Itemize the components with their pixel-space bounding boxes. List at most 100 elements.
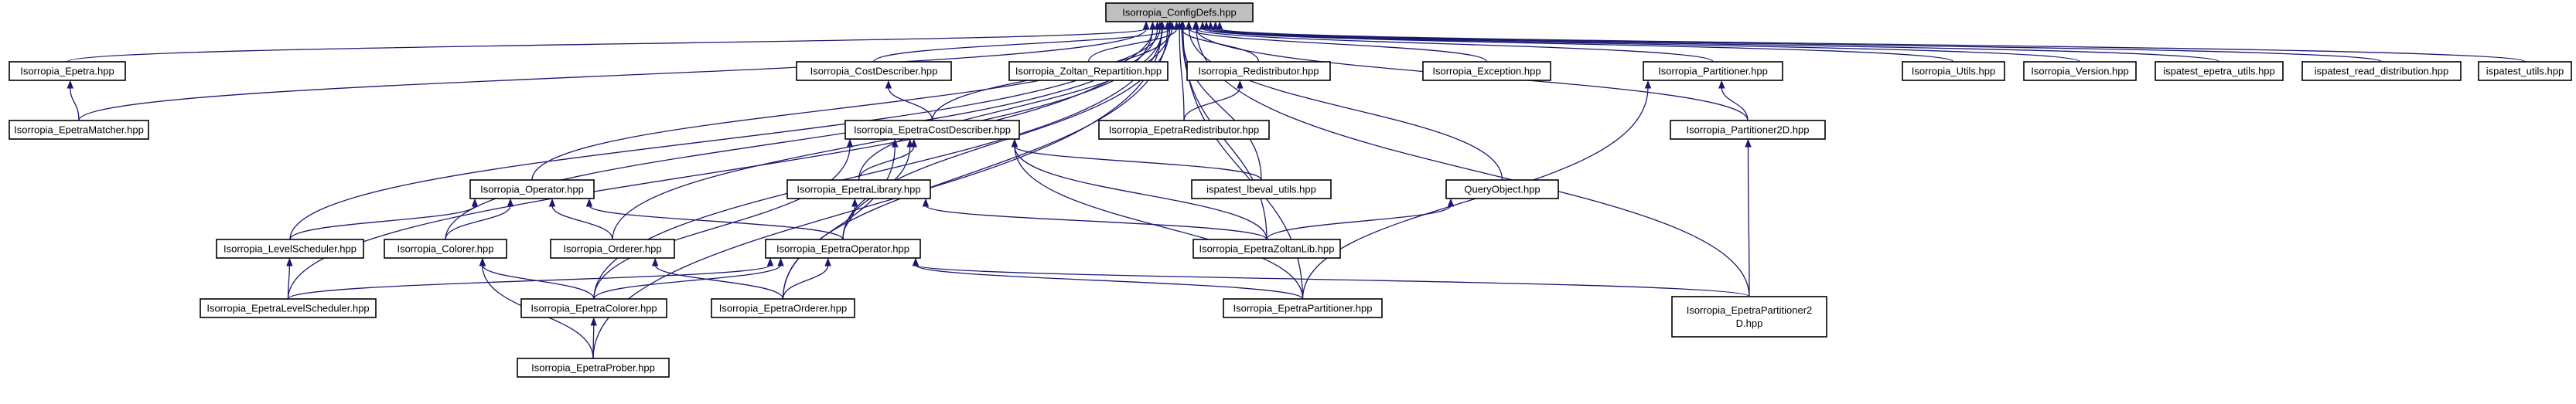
node-box [9,61,126,81]
node-label: ispatest_read_distribution.hpp [2315,66,2448,77]
node-box [517,358,670,378]
arrowhead [1164,21,1171,30]
node-label: Isorropia_Version.hpp [2031,66,2128,77]
arrowhead [1718,80,1725,89]
arrowhead [651,257,659,267]
arrowhead [766,257,774,267]
node-epetracolorer[interactable]: Isorropia_EpetraColorer.hpp [520,298,667,318]
node-box [1671,296,1827,338]
node-epetraredistributor[interactable]: Isorropia_EpetraRedistributor.hpp [1098,120,1270,140]
node-colorer[interactable]: Isorropia_Colorer.hpp [384,239,507,259]
node-epetrazoltanlib[interactable]: Isorropia_EpetraZoltanLib.hpp [1192,239,1341,259]
edge-lbeval-to-epetracostdescriber [1014,145,1262,181]
arrowhead [1447,198,1455,207]
node-epetraprober[interactable]: Isorropia_EpetraProber.hpp [517,358,670,378]
edge-epetrapartitioner2d-to-epetraoperator [915,264,1750,297]
node-operator[interactable]: Isorropia_Operator.hpp [469,179,595,199]
arrowhead [585,198,593,207]
edge-queryobject-to-configdefs [1188,28,1503,181]
node-orderer[interactable]: Isorropia_Orderer.hpp [550,239,675,259]
node-epetra[interactable]: Isorropia_Epetra.hpp [9,61,126,81]
edge-epetrapartitioner2d-to-partitioner2d [1747,145,1750,297]
edge-exception-to-configdefs [1188,28,1488,63]
node-epetraorderer[interactable]: Isorropia_EpetraOrderer.hpp [711,298,855,318]
node-readdist[interactable]: ispatest_read_distribution.hpp [2301,61,2462,81]
node-redistributor[interactable]: Isorropia_Redistributor.hpp [1186,61,1331,81]
node-box [384,239,507,259]
arrowhead [479,257,486,267]
node-label: Isorropia_EpetraMatcher.hpp [14,124,144,136]
node-lbeval[interactable]: ispatest_lbeval_utils.hpp [1191,179,1332,199]
edge-lbeval-to-configdefs [1181,28,1262,181]
edge-epetraredistributor-to-redistributor [1183,87,1241,121]
node-box [1422,61,1551,81]
node-epetrautils[interactable]: ispatest_epetra_utils.hpp [2155,61,2284,81]
node-version[interactable]: Isorropia_Version.hpp [2023,61,2137,81]
node-layer: Isorropia_ConfigDefs.hppIsorropia_Epetra… [9,2,2572,378]
node-box [1902,61,2005,81]
edge-utils-to-configdefs [1202,28,1954,63]
node-label: ispatest_utils.hpp [2486,66,2564,77]
node-box [1670,120,1826,140]
node-box [2478,61,2572,81]
edge-epetraprober-to-epetracolorer [592,324,595,359]
edge-epetraredistributor-to-configdefs [1179,28,1185,121]
node-box [469,179,595,199]
edge-epetrapartitioner-to-epetraoperator [915,264,1304,300]
node-label: Isorropia_EpetraZoltanLib.hpp [1199,243,1335,255]
arrowhead [286,257,293,267]
node-box [844,120,1020,140]
node-box [786,179,931,199]
node-queryobject[interactable]: QueryObject.hpp [1445,179,1559,199]
edge-epetramatcher-to-configdefs [78,28,1147,121]
arrowhead [1216,21,1223,30]
node-label: ispatest_epetra_utils.hpp [2163,66,2275,77]
arrowhead [1186,21,1192,30]
node-epetralibrary[interactable]: Isorropia_EpetraLibrary.hpp [786,179,931,199]
node-label: QueryObject.hpp [1464,184,1540,195]
node-label: Isorropia_ConfigDefs.hpp [1122,7,1236,19]
arrowhead [885,80,892,89]
node-partitioner[interactable]: Isorropia_Partitioner.hpp [1643,61,1783,81]
node-label: Isorropia_Redistributor.hpp [1198,66,1319,77]
node-epetralevelscheduler[interactable]: Isorropia_EpetraLevelScheduler.hpp [200,298,377,318]
node-utils[interactable]: Isorropia_Utils.hpp [1902,61,2005,81]
node-label: Isorropia_EpetraOrderer.hpp [719,303,847,314]
arrowhead [1158,21,1165,30]
edge-colorer-to-operator [445,205,511,240]
node-zoltanrep[interactable]: Isorropia_Zoltan_Repartition.hpp [1008,61,1169,81]
edge-epetra-to-configdefs [67,28,1147,63]
edge-levelscheduler-to-operator [289,205,476,240]
edge-epetraoperator-to-epetralibrary [842,205,856,240]
node-label: Isorropia_LevelScheduler.hpp [223,243,357,255]
edge-epetrazoltanlib-to-queryobject [1266,205,1452,240]
node-costdescriber[interactable]: Isorropia_CostDescriber.hpp [796,61,952,81]
node-configdefs[interactable]: Isorropia_ConfigDefs.hpp [1105,2,1254,22]
node-epetramatcher[interactable]: Isorropia_EpetraMatcher.hpp [9,120,149,140]
node-exception[interactable]: Isorropia_Exception.hpp [1422,61,1551,81]
node-epetracostdescriber[interactable]: Isorropia_EpetraCostDescriber.hpp [844,120,1020,140]
edge-epetralevelscheduler-to-levelscheduler [287,264,291,300]
node-ispautils[interactable]: ispatest_utils.hpp [2478,61,2572,81]
edge-epetracolorer-to-epetraoperator [593,264,782,300]
arrowhead [548,198,556,207]
node-levelscheduler[interactable]: Isorropia_LevelScheduler.hpp [216,239,364,259]
node-partitioner2d[interactable]: Isorropia_Partitioner2D.hpp [1670,120,1826,140]
arrowhead [1237,80,1244,89]
arrowhead [777,257,784,267]
edge-epetraorderer-to-epetracostdescriber [782,145,896,300]
node-box [216,239,364,259]
node-box [796,61,952,81]
node-label: Isorropia_Exception.hpp [1432,66,1540,77]
arrowhead [1192,21,1200,30]
arrowhead [1203,21,1210,30]
node-label: Isorropia_Partitioner2D.hpp [1687,124,1810,136]
arrowhead [590,317,597,326]
node-epetrapartitioner[interactable]: Isorropia_EpetraPartitioner.hpp [1223,298,1383,318]
edge-epetralibrary-to-epetracostdescriber [858,145,915,181]
node-epetraoperator[interactable]: Isorropia_EpetraOperator.hpp [765,239,921,259]
arrowhead [892,138,899,148]
node-box [550,239,675,259]
arrowhead [1149,21,1156,30]
